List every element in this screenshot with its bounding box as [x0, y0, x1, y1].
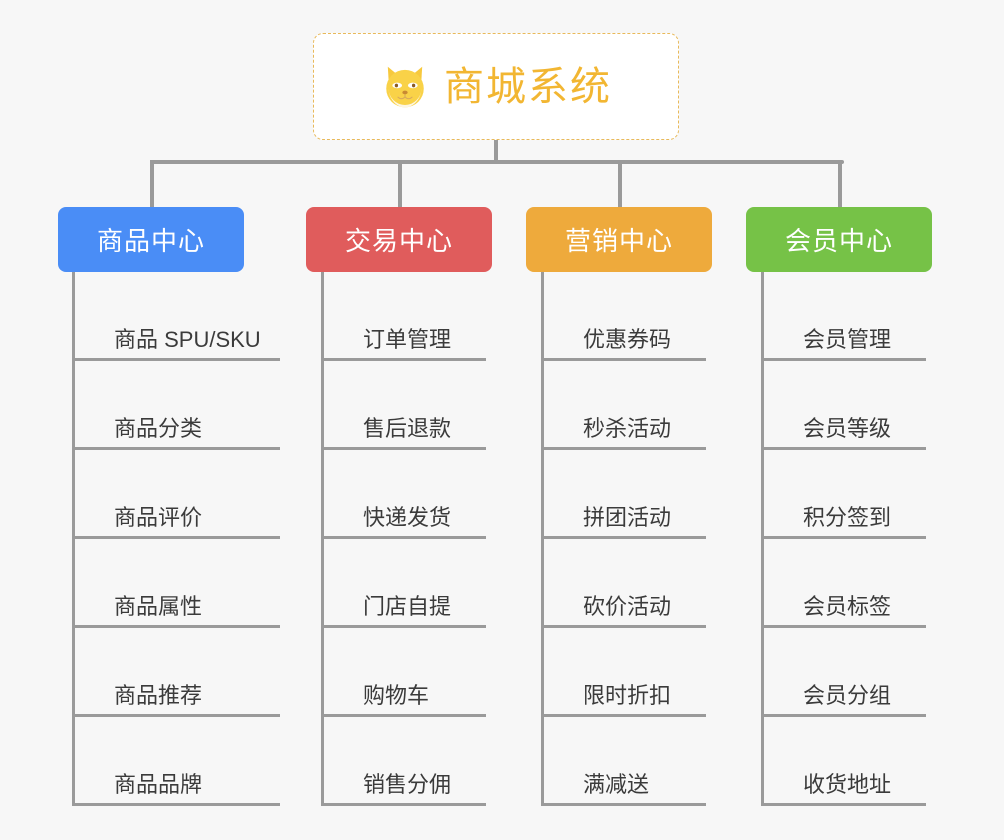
- leaf-label: 会员分组: [803, 682, 892, 708]
- leaf-label: 秒杀活动: [583, 415, 672, 441]
- leaf-label: 订单管理: [363, 326, 452, 352]
- leaf-item[interactable]: 会员管理: [761, 272, 926, 361]
- connector-drop-1: [398, 160, 402, 207]
- leaf-item[interactable]: 会员标签: [761, 539, 926, 628]
- leaf-label: 商品评价: [114, 504, 203, 530]
- connector-drop-2: [618, 160, 622, 207]
- leaf-item[interactable]: 满减送: [541, 717, 706, 806]
- connector-drop-3: [838, 160, 842, 207]
- branch-1: 订单管理售后退款快递发货门店自提购物车销售分佣: [321, 272, 486, 806]
- leaf-label: 积分签到: [803, 504, 892, 530]
- category-label: 营销中心: [564, 226, 673, 256]
- leaf-label: 门店自提: [363, 593, 452, 619]
- leaf-label: 优惠券码: [583, 326, 672, 352]
- branch-0: 商品 SPU/SKU 商品分类商品评价商品属性商品推荐商品品牌: [72, 272, 280, 806]
- leaf-item[interactable]: 商品 SPU/SKU: [72, 272, 280, 361]
- leaf-item[interactable]: 售后退款: [321, 361, 486, 450]
- leaf-label: 商品分类: [114, 415, 203, 441]
- leaf-label: 会员标签: [803, 593, 892, 619]
- category-box-1[interactable]: 交易中心: [306, 207, 492, 272]
- leaf-label: 售后退款: [363, 415, 452, 441]
- leaf-label: 销售分佣: [363, 771, 452, 797]
- leaf-label: 限时折扣: [583, 682, 672, 708]
- leaf-item[interactable]: 砍价活动: [541, 539, 706, 628]
- category-box-2[interactable]: 营销中心: [526, 207, 712, 272]
- root-title: 商城系统: [444, 64, 612, 109]
- leaf-item[interactable]: 销售分佣: [321, 717, 486, 806]
- category-label: 交易中心: [344, 226, 453, 256]
- leaf-item[interactable]: 商品品牌: [72, 717, 280, 806]
- connector-drop-0: [150, 160, 154, 207]
- category-label: 会员中心: [784, 226, 893, 256]
- leaf-label: 商品属性: [114, 593, 203, 619]
- leaf-label: 购物车: [363, 682, 430, 708]
- leaf-label: 快递发货: [363, 504, 452, 530]
- leaf-item[interactable]: 快递发货: [321, 450, 486, 539]
- leaf-label: 会员等级: [803, 415, 892, 441]
- branch-3: 会员管理会员等级积分签到会员标签会员分组收货地址: [761, 272, 926, 806]
- leaf-item[interactable]: 订单管理: [321, 272, 486, 361]
- leaf-item[interactable]: 商品分类: [72, 361, 280, 450]
- leaf-label: 商品品牌: [114, 771, 203, 797]
- leaf-item[interactable]: 优惠券码: [541, 272, 706, 361]
- leaf-item[interactable]: 限时折扣: [541, 628, 706, 717]
- shiba-dog-face-icon: [386, 66, 424, 109]
- leaf-label: 收货地址: [803, 771, 892, 797]
- leaf-item[interactable]: 秒杀活动: [541, 361, 706, 450]
- leaf-label: 拼团活动: [583, 504, 672, 530]
- leaf-label: 满减送: [583, 771, 650, 797]
- leaf-label: 会员管理: [803, 326, 892, 352]
- branch-spine: [541, 272, 544, 806]
- leaf-label: 砍价活动: [583, 593, 672, 619]
- leaf-item[interactable]: 商品评价: [72, 450, 280, 539]
- branch-spine: [321, 272, 324, 806]
- branch-2: 优惠券码秒杀活动拼团活动砍价活动限时折扣满减送: [541, 272, 706, 806]
- category-box-0[interactable]: 商品中心: [58, 207, 244, 272]
- connector-horizontal-bus: [152, 160, 844, 164]
- root-node-商城系统[interactable]: 商城系统: [313, 33, 679, 140]
- category-box-3[interactable]: 会员中心: [746, 207, 932, 272]
- category-label: 商品中心: [96, 226, 205, 256]
- leaf-label: 商品 SPU/SKU: [114, 326, 261, 352]
- leaf-item[interactable]: 拼团活动: [541, 450, 706, 539]
- leaf-item[interactable]: 购物车: [321, 628, 486, 717]
- leaf-item[interactable]: 会员等级: [761, 361, 926, 450]
- branch-spine: [761, 272, 764, 806]
- leaf-item[interactable]: 会员分组: [761, 628, 926, 717]
- leaf-item[interactable]: 积分签到: [761, 450, 926, 539]
- leaf-item[interactable]: 商品属性: [72, 539, 280, 628]
- connector-root-stem: [494, 140, 498, 163]
- leaf-label: 商品推荐: [114, 682, 203, 708]
- leaf-item[interactable]: 收货地址: [761, 717, 926, 806]
- leaf-item[interactable]: 门店自提: [321, 539, 486, 628]
- branch-spine: [72, 272, 75, 806]
- leaf-item[interactable]: 商品推荐: [72, 628, 280, 717]
